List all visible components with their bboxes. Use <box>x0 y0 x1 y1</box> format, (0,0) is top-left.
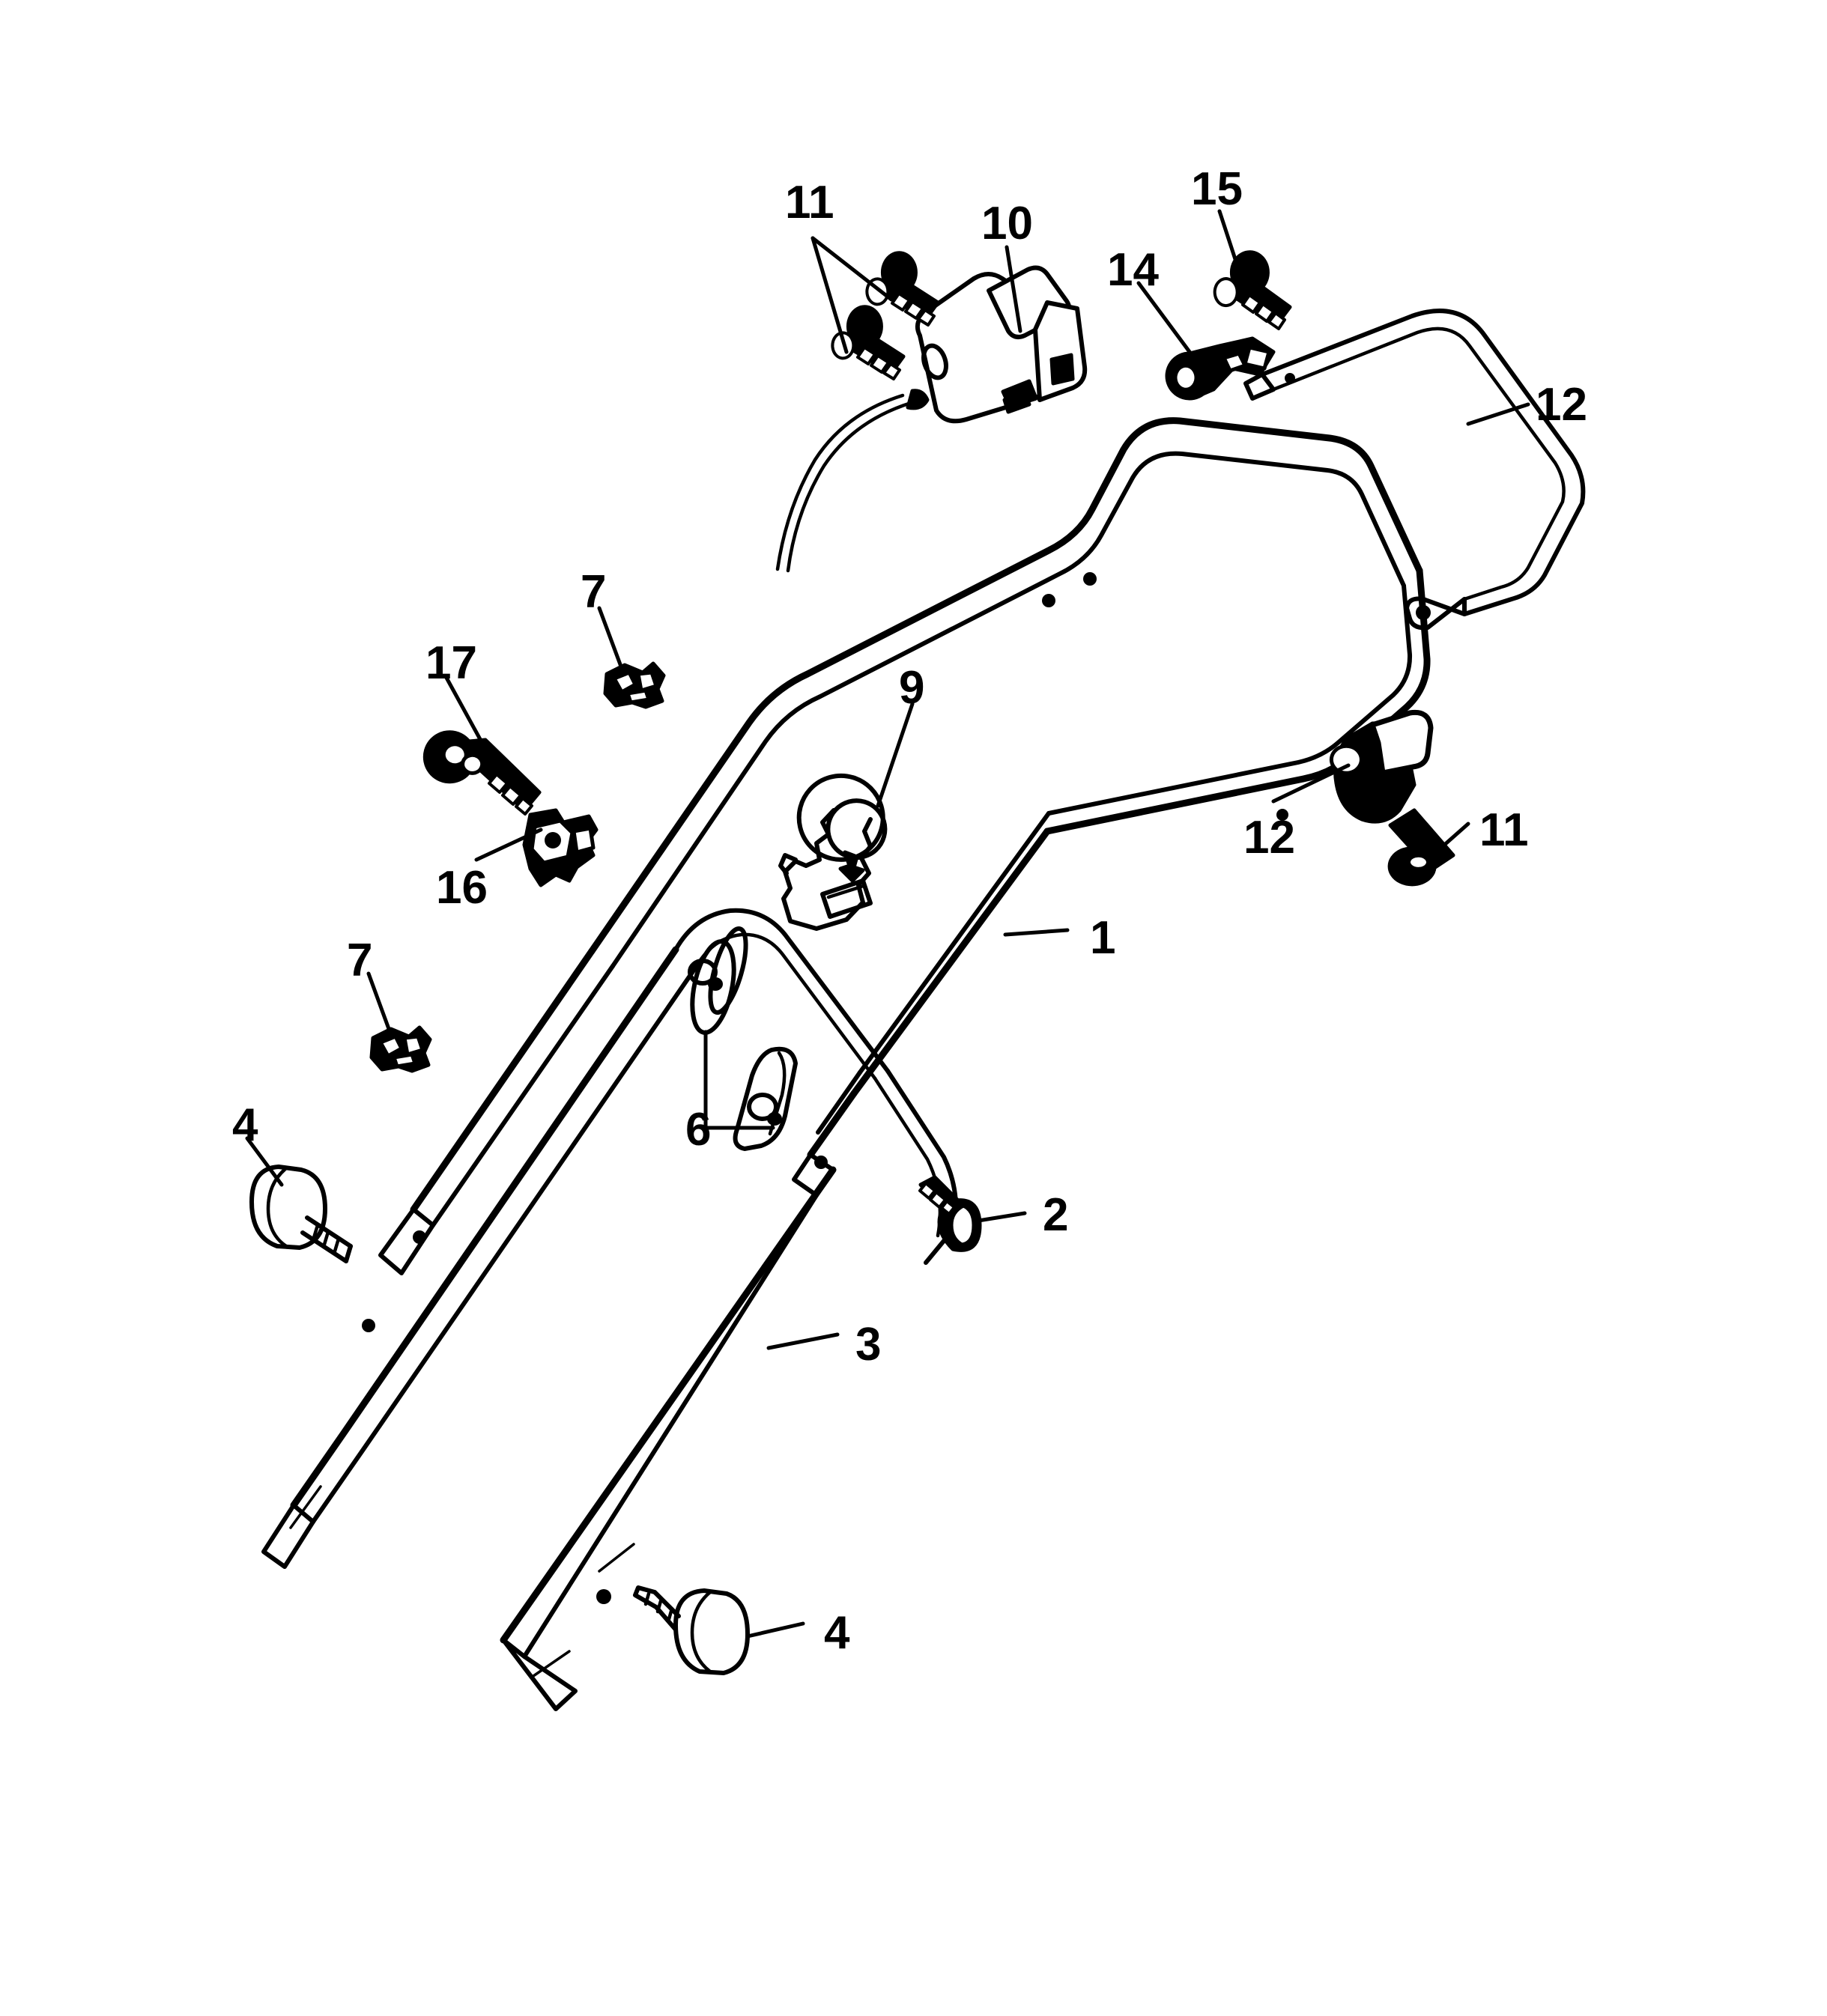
callout-6-grips: 6 <box>685 1104 712 1156</box>
part-11-screw-a <box>865 251 940 327</box>
part-12-upper-bail-bar <box>1243 309 1586 631</box>
leader-16 <box>474 828 543 862</box>
leader-14 <box>1136 281 1201 366</box>
part-16-bracket <box>522 808 599 887</box>
callout-10-switch: 10 <box>981 198 1033 249</box>
part-1-upper-handle-bar <box>378 417 1431 1275</box>
part-4-handle-knob-b <box>633 1585 750 1675</box>
callout-7-clip-upper: 7 <box>581 566 607 618</box>
callout-15-screw: 15 <box>1191 163 1243 215</box>
callout-4-knob-left: 4 <box>232 1099 258 1151</box>
part-3-left-rail <box>500 1166 837 1711</box>
leader-9 <box>876 702 915 808</box>
callout-11-screw-right: 11 <box>1479 804 1529 856</box>
callout-11-top-left: 11 <box>785 177 834 228</box>
part-6-handle-grip-b <box>733 1046 798 1151</box>
leader-4b <box>745 1621 805 1639</box>
leader-11a2 <box>811 236 849 354</box>
part-11-screw-b <box>831 305 906 380</box>
callout-7-clip-lower: 7 <box>347 935 373 986</box>
part-6-handle-grip-a <box>688 926 748 1035</box>
leader-6-bracket <box>703 1030 775 1130</box>
callout-3-lower-handle: 3 <box>855 1319 882 1370</box>
leader-17 <box>444 675 488 751</box>
part-2-screw <box>918 1175 982 1252</box>
callout-17-screw: 17 <box>425 637 477 689</box>
leader-3 <box>766 1332 840 1350</box>
part-7-cable-clip-b <box>369 1025 432 1073</box>
callout-12-upper-bail: 12 <box>1536 379 1587 431</box>
leader-11a <box>811 236 894 302</box>
part-3-lower-handle-bar <box>261 908 959 1569</box>
callout-9-cable-guide: 9 <box>899 662 925 714</box>
part-4-handle-knob-a <box>249 1165 353 1263</box>
callout-16-bracket: 16 <box>436 862 488 914</box>
part-17-screw <box>422 730 542 816</box>
callout-4-knob-bottom: 4 <box>824 1607 850 1659</box>
leader-10 <box>1005 245 1022 333</box>
leader-12a <box>1466 402 1530 426</box>
part-12-bail-pivot-bracket <box>1329 709 1434 824</box>
part-7-cable-clip-a <box>603 661 666 709</box>
leader-1 <box>1003 928 1070 937</box>
leader-7b <box>366 971 393 1037</box>
callout-2-screw: 2 <box>1043 1189 1069 1241</box>
callout-14-cable-end: 14 <box>1107 244 1159 296</box>
leader-12b <box>1271 763 1351 804</box>
callout-1-upper-handle: 1 <box>1090 912 1116 964</box>
leader-4a <box>245 1136 284 1187</box>
leader-2 <box>976 1211 1027 1223</box>
leader-7a <box>597 606 625 675</box>
leader-11b <box>1427 822 1470 860</box>
callout-12-pivot-bracket: 12 <box>1243 812 1295 863</box>
leader-lines <box>245 209 1530 1639</box>
leader-15 <box>1217 209 1249 296</box>
part-14-cable-end-fitting <box>1165 336 1276 401</box>
part-9-cable-guide-clamp <box>778 773 888 931</box>
part-15-screw <box>1213 250 1292 330</box>
part-11-screw-c <box>1387 808 1455 887</box>
